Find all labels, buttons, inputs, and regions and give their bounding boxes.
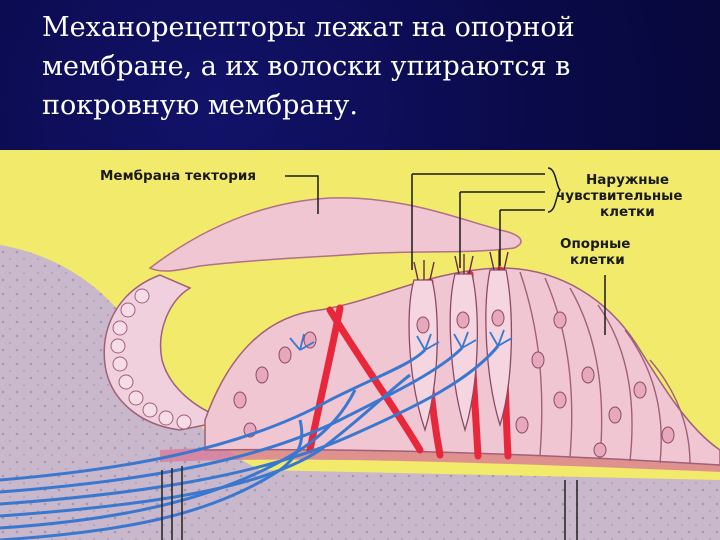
tectorial-membrane <box>148 197 522 272</box>
label-supporting-cells-line2: клетки <box>570 252 625 268</box>
hair-cell-nuclei <box>416 309 505 334</box>
stereocilia <box>413 250 509 281</box>
label-outer-hair-cells-line3: клетки <box>600 204 655 220</box>
limbus-cells <box>110 288 192 430</box>
supporting-cell-nuclei <box>515 311 675 458</box>
label-leaders <box>285 167 606 335</box>
basilar-membrane <box>160 446 720 472</box>
nerve-endings <box>289 329 513 351</box>
supporting-cells <box>519 271 691 465</box>
label-tectorial-membrane: Мембрана тектория <box>100 168 256 184</box>
slide-title: Механорецепторы лежат на опорной мембран… <box>42 12 575 121</box>
cochlea-illustration: Мембрана тектория Наружные чувствительны… <box>0 150 720 540</box>
inner-cells <box>233 331 317 438</box>
label-supporting-cells-line1: Опорные <box>560 236 630 252</box>
nerve-bundle-lines <box>161 466 578 540</box>
nerve-fibers <box>0 345 500 540</box>
label-outer-hair-cells-line1: Наружные <box>586 172 669 188</box>
label-outer-hair-cells-line2: чувствительные <box>556 188 683 204</box>
